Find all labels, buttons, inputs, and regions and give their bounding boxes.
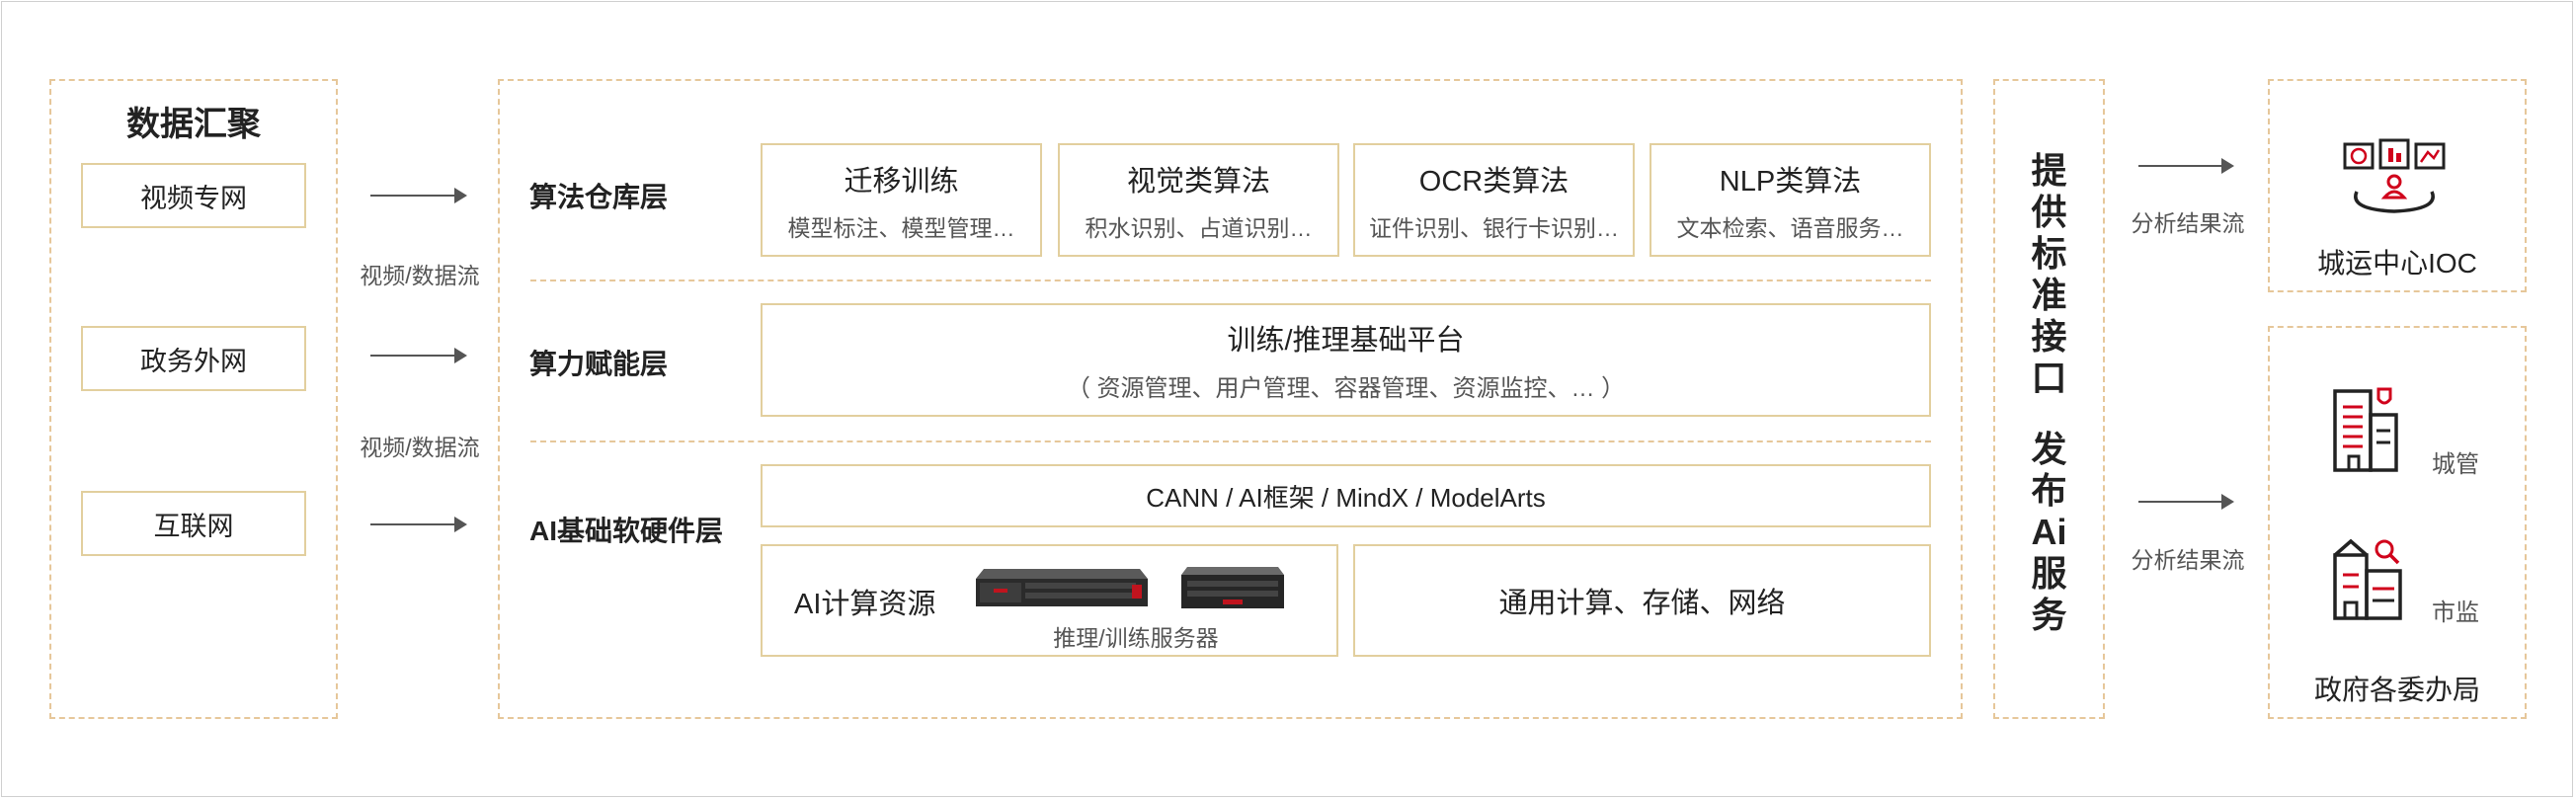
training-inference-platform[interactable]: 训练/推理基础平台 （ 资源管理、用户管理、容器管理、资源监控、… ） [761, 303, 1931, 417]
layer-divider-1 [530, 280, 1931, 281]
server-caption: 推理/训练服务器 [1053, 625, 1219, 651]
card-title: OCR类算法 [1418, 165, 1570, 198]
layer-divider-2 [530, 440, 1931, 442]
flow-label-2: 视频/数据流 [360, 435, 480, 460]
flow-arrow-3 [370, 517, 467, 532]
data-aggregation-title: 数据汇聚 [126, 106, 261, 143]
general-compute-text: 通用计算、存储、网络 [1498, 588, 1786, 619]
data-aggregation-panel [49, 79, 338, 719]
interface-char: Ai [2031, 512, 2067, 552]
ioc-title: 城运中心IOC [2317, 248, 2477, 279]
gov-panel [2268, 326, 2527, 719]
gov-title: 政府各委办局 [2313, 675, 2480, 705]
card-title: NLP类算法 [1719, 165, 1862, 198]
server-icon [976, 569, 1148, 606]
interface-char: 口 [2031, 358, 2067, 398]
interface-char: 标 [2031, 233, 2067, 274]
interface-panel [1993, 79, 2105, 719]
interface-text: 提 供 标 准 接 口 发 布 Ai 服 务 [1993, 150, 2105, 636]
flow-label-1: 视频/数据流 [360, 263, 480, 288]
card-transfer-training[interactable]: 迁移训练 模型标注、模型管理… [761, 143, 1042, 257]
interface-char: 服 [2031, 553, 2067, 594]
result-arrow-2 [2138, 494, 2234, 510]
interface-group-publish: 发 布 Ai 服 务 [2028, 429, 2071, 636]
card-title: 视觉类算法 [1126, 165, 1270, 198]
card-vision-algorithms[interactable]: 视觉类算法 积水识别、占道识别… [1058, 143, 1339, 257]
frameworks-text: CANN / AI框架 / MindX / ModelArts [1146, 482, 1546, 513]
flow-arrow-1 [370, 188, 467, 203]
ioc-dashboard-icon [2343, 138, 2446, 213]
interface-char: 布 [2031, 470, 2067, 511]
market-supervision-label: 市监 [2432, 600, 2479, 626]
card-subtitle: 模型标注、模型管理… [787, 214, 1015, 241]
card-subtitle: 积水识别、占道识别… [1085, 214, 1313, 241]
general-compute[interactable]: 通用计算、存储、网络 [1353, 544, 1931, 657]
market-supervision-icon [2333, 538, 2402, 620]
interface-char: 务 [2031, 595, 2067, 635]
infra-layer-label: AI基础软硬件层 [529, 516, 724, 546]
result-label-1: 分析结果流 [2131, 210, 2245, 236]
source-video-network: 视频专网 [81, 163, 306, 228]
city-management-label: 城管 [2432, 451, 2479, 478]
source-gov-network: 政务外网 [81, 326, 306, 391]
card-subtitle: 文本检索、语音服务… [1676, 214, 1904, 241]
ai-compute-label: AI计算资源 [794, 589, 936, 620]
city-management-icon [2333, 387, 2398, 472]
server-icon [1181, 567, 1284, 608]
result-arrow-1 [2138, 158, 2234, 174]
interface-char: 准 [2031, 275, 2067, 315]
flow-arrow-2 [370, 348, 467, 363]
interface-char: 发 [2031, 429, 2067, 469]
platform-subtitle: （ 资源管理、用户管理、容器管理、资源监控、… ） [1066, 375, 1626, 402]
algorithm-layer-label: 算法仓库层 [529, 182, 669, 212]
card-ocr-algorithms[interactable]: OCR类算法 证件识别、银行卡识别… [1353, 143, 1635, 257]
card-title: 迁移训练 [844, 165, 959, 198]
compute-layer-label: 算力赋能层 [529, 349, 669, 379]
source-internet: 互联网 [81, 491, 306, 556]
card-subtitle: 证件识别、银行卡识别… [1369, 214, 1619, 241]
interface-char: 提 [2031, 150, 2067, 191]
platform-panel [498, 79, 1963, 719]
frameworks-bar[interactable]: CANN / AI框架 / MindX / ModelArts [761, 464, 1931, 527]
platform-title: 训练/推理基础平台 [1227, 325, 1465, 357]
result-label-2: 分析结果流 [2131, 547, 2245, 573]
ioc-panel [2268, 79, 2527, 292]
card-nlp-algorithms[interactable]: NLP类算法 文本检索、语音服务… [1650, 143, 1931, 257]
interface-char: 接 [2031, 316, 2067, 357]
interface-group-standard: 提 供 标 准 接 口 [2028, 150, 2071, 399]
interface-char: 供 [2031, 192, 2067, 232]
